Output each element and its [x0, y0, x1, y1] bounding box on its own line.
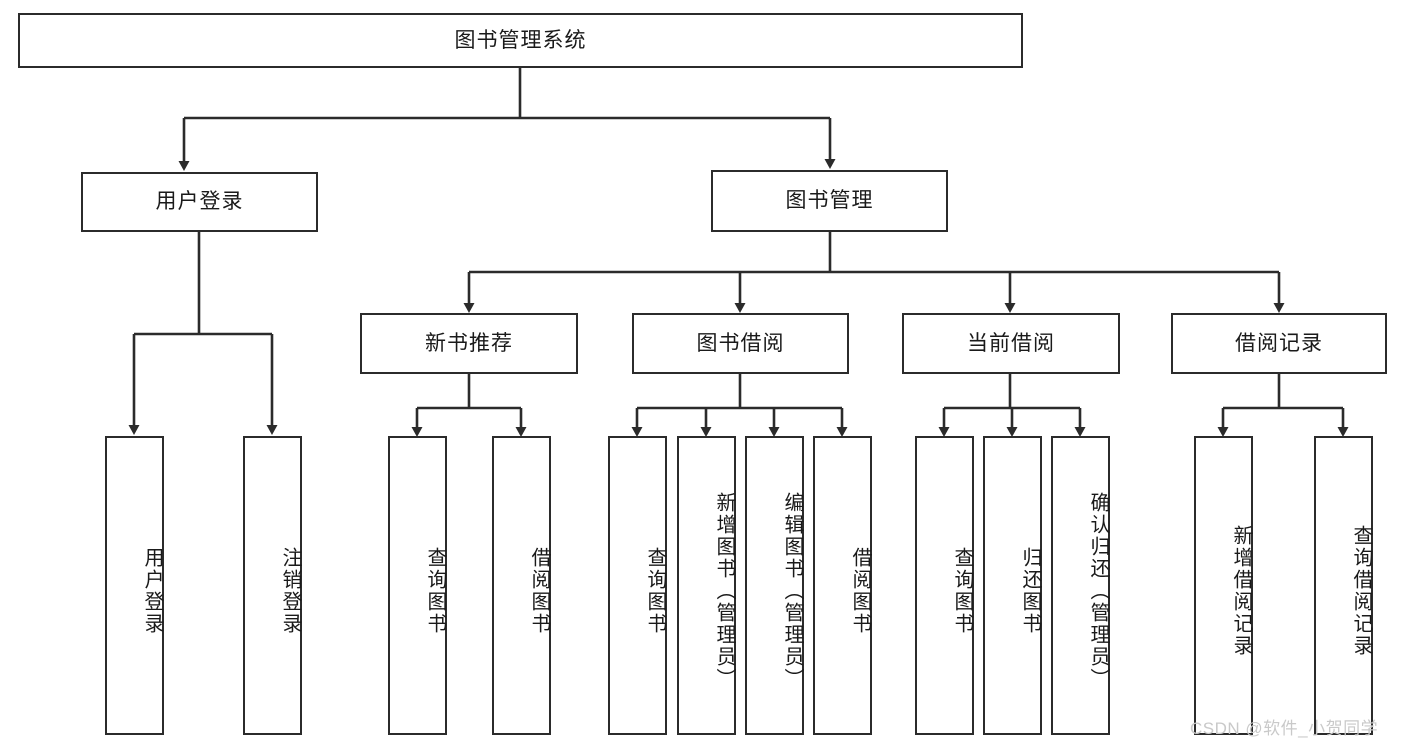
node-new-book-recommend[interactable]: 新书推荐: [360, 313, 578, 374]
node-borrow-record[interactable]: 借阅记录: [1171, 313, 1387, 374]
leaf-current-borrow-2[interactable]: 归还图书: [983, 436, 1042, 735]
leaf-book-borrow-4[interactable]: 借阅图书: [813, 436, 872, 735]
leaf-book-borrow-3[interactable]: 编辑图书（管理员）: [745, 436, 804, 735]
watermark: CSDN @软件_小贺同学: [1190, 719, 1379, 738]
leaf-borrow-record-2-label: 查询借阅记录: [1350, 524, 1372, 657]
node-root[interactable]: 图书管理系统: [18, 13, 1023, 68]
node-borrow-record-label: 借阅记录: [1235, 331, 1323, 355]
leaf-book-borrow-4-label: 借阅图书: [849, 546, 871, 635]
leaf-user-login-1-label: 用户登录: [141, 546, 163, 635]
node-root-label: 图书管理系统: [454, 28, 587, 52]
node-book-borrow[interactable]: 图书借阅: [632, 313, 849, 374]
leaf-current-borrow-3[interactable]: 确认归还（管理员）: [1051, 436, 1110, 735]
node-current-borrow[interactable]: 当前借阅: [902, 313, 1120, 374]
node-new-book-recommend-label: 新书推荐: [425, 331, 513, 355]
node-book-manage[interactable]: 图书管理: [711, 170, 948, 232]
leaf-current-borrow-1-label: 查询图书: [951, 546, 973, 635]
leaf-book-borrow-2-label: 新增图书（管理员）: [713, 491, 735, 690]
leaf-borrow-record-1-label: 新增借阅记录: [1230, 524, 1252, 657]
leaf-user-login-2[interactable]: 注销登录: [243, 436, 302, 735]
leaf-user-login-1[interactable]: 用户登录: [105, 436, 164, 735]
node-book-borrow-label: 图书借阅: [696, 331, 785, 355]
node-current-borrow-label: 当前借阅: [967, 331, 1055, 355]
leaf-book-borrow-3-label: 编辑图书（管理员）: [781, 491, 803, 690]
leaf-book-borrow-1-label: 查询图书: [644, 546, 666, 635]
leaf-new-book-2[interactable]: 借阅图书: [492, 436, 551, 735]
node-user-login-label: 用户登录: [155, 190, 244, 214]
leaf-borrow-record-2[interactable]: 查询借阅记录: [1314, 436, 1373, 735]
leaf-new-book-2-label: 借阅图书: [528, 546, 550, 635]
leaf-book-borrow-2[interactable]: 新增图书（管理员）: [677, 436, 736, 735]
leaf-book-borrow-1[interactable]: 查询图书: [608, 436, 667, 735]
node-user-login[interactable]: 用户登录: [81, 172, 318, 232]
leaf-borrow-record-1[interactable]: 新增借阅记录: [1194, 436, 1253, 735]
node-book-manage-label: 图书管理: [785, 189, 874, 213]
leaf-new-book-1[interactable]: 查询图书: [388, 436, 447, 735]
leaf-current-borrow-2-label: 归还图书: [1019, 546, 1041, 635]
leaf-user-login-2-label: 注销登录: [279, 546, 301, 635]
leaf-new-book-1-label: 查询图书: [424, 546, 446, 635]
leaf-current-borrow-3-label: 确认归还（管理员）: [1087, 491, 1109, 690]
leaf-current-borrow-1[interactable]: 查询图书: [915, 436, 974, 735]
